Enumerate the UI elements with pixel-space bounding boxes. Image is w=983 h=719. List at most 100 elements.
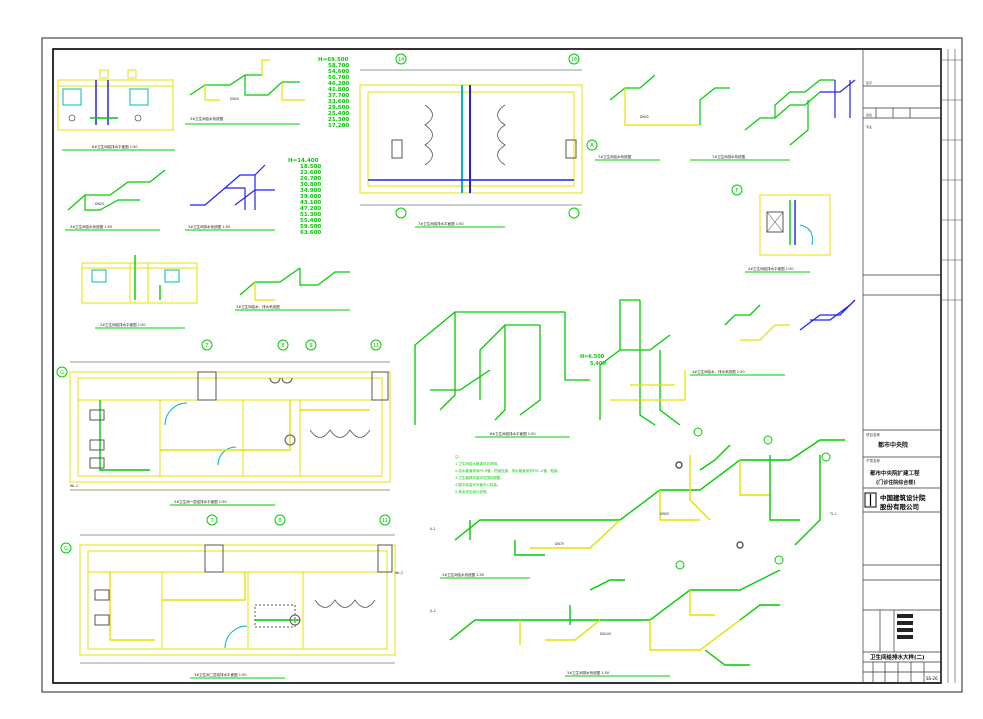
svg-text:55.400: 55.400	[300, 218, 321, 224]
plan-4	[759, 194, 831, 256]
svg-text:30.800: 30.800	[300, 182, 321, 188]
svg-text:47.200: 47.200	[300, 206, 321, 212]
plan-3-floor-2	[79, 534, 396, 664]
svg-text:TL-1: TL-1	[829, 512, 837, 516]
svg-text:H=14.400: H=14.400	[288, 158, 319, 164]
svg-text:17.200: 17.200	[328, 123, 349, 129]
svg-text:DN20: DN20	[230, 97, 239, 101]
svg-text:11: 11	[382, 518, 388, 524]
company-logo	[864, 492, 877, 508]
svg-text:9: 9	[309, 343, 312, 349]
grid-bubbles-system	[675, 427, 831, 570]
svg-text:JL-1: JL-1	[429, 527, 436, 531]
notes-title: 注：	[455, 454, 462, 459]
h-marker-2: 5.400	[590, 361, 606, 367]
svg-text:1.卫生间给水管道详见说明。: 1.卫生间给水管道详见说明。	[455, 461, 500, 466]
elevation-list: H=69.500 58.700 54.600 50.700 46.200 41.…	[318, 57, 349, 129]
plan-title-3: 3#卫生间排水系统图 1:50	[188, 224, 230, 229]
svg-text:29.500: 29.500	[328, 105, 349, 111]
svg-text:18.500: 18.500	[300, 164, 321, 170]
svg-text:59.500: 59.500	[300, 224, 321, 230]
plan-title-7: 4#卫生间给排水平面图 1:50	[748, 266, 794, 271]
system-3-water-bottom	[454, 439, 845, 556]
svg-text:3#卫生间给水、排水系统图: 3#卫生间给水、排水系统图	[236, 304, 280, 309]
plan-7	[359, 69, 583, 206]
svg-text:33.600: 33.600	[328, 99, 349, 105]
plan-title-4: 7#卫生间给排水平面图 1:50	[418, 221, 464, 226]
system-4-right	[599, 299, 856, 426]
svg-text:DN100: DN100	[600, 632, 611, 636]
title-block	[862, 49, 942, 683]
svg-text:8: 8	[278, 518, 281, 524]
project-label: 项目名称	[866, 432, 880, 437]
svg-text:3.卫生器具安装详见国标图集。: 3.卫生器具安装详见国标图集。	[455, 475, 504, 480]
title-block-text: 项目名称 都市中央院 子项名称 都市中央院扩建工程 (门诊住院综合楼) 中国建筑…	[864, 432, 938, 681]
svg-text:51.300: 51.300	[300, 212, 321, 218]
svg-text:34.900: 34.900	[300, 188, 321, 194]
svg-text:JL-2: JL-2	[429, 609, 436, 613]
plan-title-14: 3#卫生间排水系统图 1:50	[567, 670, 609, 675]
svg-text:F: F	[736, 188, 739, 194]
svg-text:WL-2: WL-2	[395, 571, 403, 575]
side-grid	[941, 49, 962, 683]
subproject-name-2: (门诊住院综合楼)	[876, 479, 916, 486]
svg-text:签字: 签字	[866, 80, 872, 85]
svg-text:G: G	[60, 370, 64, 376]
svg-text:50.700: 50.700	[328, 75, 349, 81]
plan-title-10: 3#卫生间一层给排水平面图 1:50	[174, 499, 227, 504]
system-sketch-row3	[239, 267, 350, 301]
svg-text:专业: 专业	[866, 124, 872, 129]
grid-bubbles-plan3b: G 7 8 11	[60, 514, 391, 554]
svg-text:H=69.500: H=69.500	[318, 57, 349, 63]
svg-text:7: 7	[205, 343, 208, 349]
drawing-title: 卫生间给排水大样(二)	[870, 653, 925, 661]
svg-text:WL-1: WL-1	[70, 484, 78, 488]
system-sketch-row2	[67, 164, 275, 211]
grid-bubbles-7: 14 16 A	[395, 53, 598, 219]
system-3-drain-bottom	[449, 569, 781, 666]
svg-text:4.图中标高均为管中心标高。: 4.图中标高均为管中心标高。	[455, 482, 500, 487]
svg-text:8: 8	[281, 343, 284, 349]
plan-title-9: 2#卫生间给排水平面图 1:50	[100, 322, 146, 327]
inner-border	[52, 48, 942, 684]
svg-text:7: 7	[210, 518, 213, 524]
h-marker-1: H=6.500	[580, 354, 605, 360]
svg-text:21.300: 21.300	[328, 117, 349, 123]
plan-title-6: 7#卫生间排水系统图	[712, 154, 746, 159]
plan-title-8: 8#卫生间给排水平面图 1:50	[490, 431, 536, 436]
svg-text:G: G	[64, 546, 68, 552]
plan-title-5: 7#卫生间给水系统图	[598, 154, 632, 159]
company-name-2: 股份有限公司	[880, 502, 919, 511]
project-name: 都市中央院	[877, 441, 908, 449]
plan-8-top	[57, 69, 175, 151]
svg-text:37.700: 37.700	[328, 93, 349, 99]
plan-title-11: 3#卫生间二层给排水平面图 1:50	[194, 672, 247, 677]
sheet-number: SS-26	[926, 676, 938, 681]
outer-border	[41, 37, 963, 693]
svg-text:26.700: 26.700	[300, 176, 321, 182]
plan-3-floor-1	[69, 361, 391, 491]
pipe-labels: DN20 DN25 DN32 DN50 DN75 DN100 WL-1 WL-2…	[70, 97, 837, 636]
company-name-1: 中国建筑设计院	[880, 493, 926, 502]
grid-bubbles-plan3: G 11 7 8 9	[56, 339, 382, 378]
svg-text:16: 16	[571, 57, 577, 63]
svg-text:DN50: DN50	[660, 512, 669, 516]
svg-text:25.400: 25.400	[328, 111, 349, 117]
svg-text:DN32: DN32	[640, 115, 649, 119]
plan-title-13: 3#卫生间给水系统图 1:50	[442, 572, 484, 577]
svg-text:会签: 会签	[866, 112, 872, 117]
system-sketch-top	[185, 59, 305, 125]
svg-text:DN25: DN25	[95, 202, 104, 206]
subproject-name: 都市中央院扩建工程	[869, 469, 920, 477]
svg-text:58.700: 58.700	[328, 63, 349, 69]
plan-title-12: 4#卫生间给水、排水系统图 1:50	[692, 369, 745, 374]
svg-text:41.800: 41.800	[328, 87, 349, 93]
subproject-label: 子项名称	[866, 458, 880, 463]
svg-text:2.给水管道采用PP-R管，热熔连接，排水管道采用PVC-U: 2.给水管道采用PP-R管，热熔连接，排水管道采用PVC-U管，粘接。	[455, 468, 561, 473]
plan-title-2: 3#卫生间给水系统图 1:50	[70, 224, 112, 229]
svg-text:43.100: 43.100	[300, 200, 321, 206]
svg-text:DN75: DN75	[555, 542, 564, 546]
elevation-list-2: H=14.400 18.500 22.600 26.700 30.800 34.…	[288, 158, 321, 236]
